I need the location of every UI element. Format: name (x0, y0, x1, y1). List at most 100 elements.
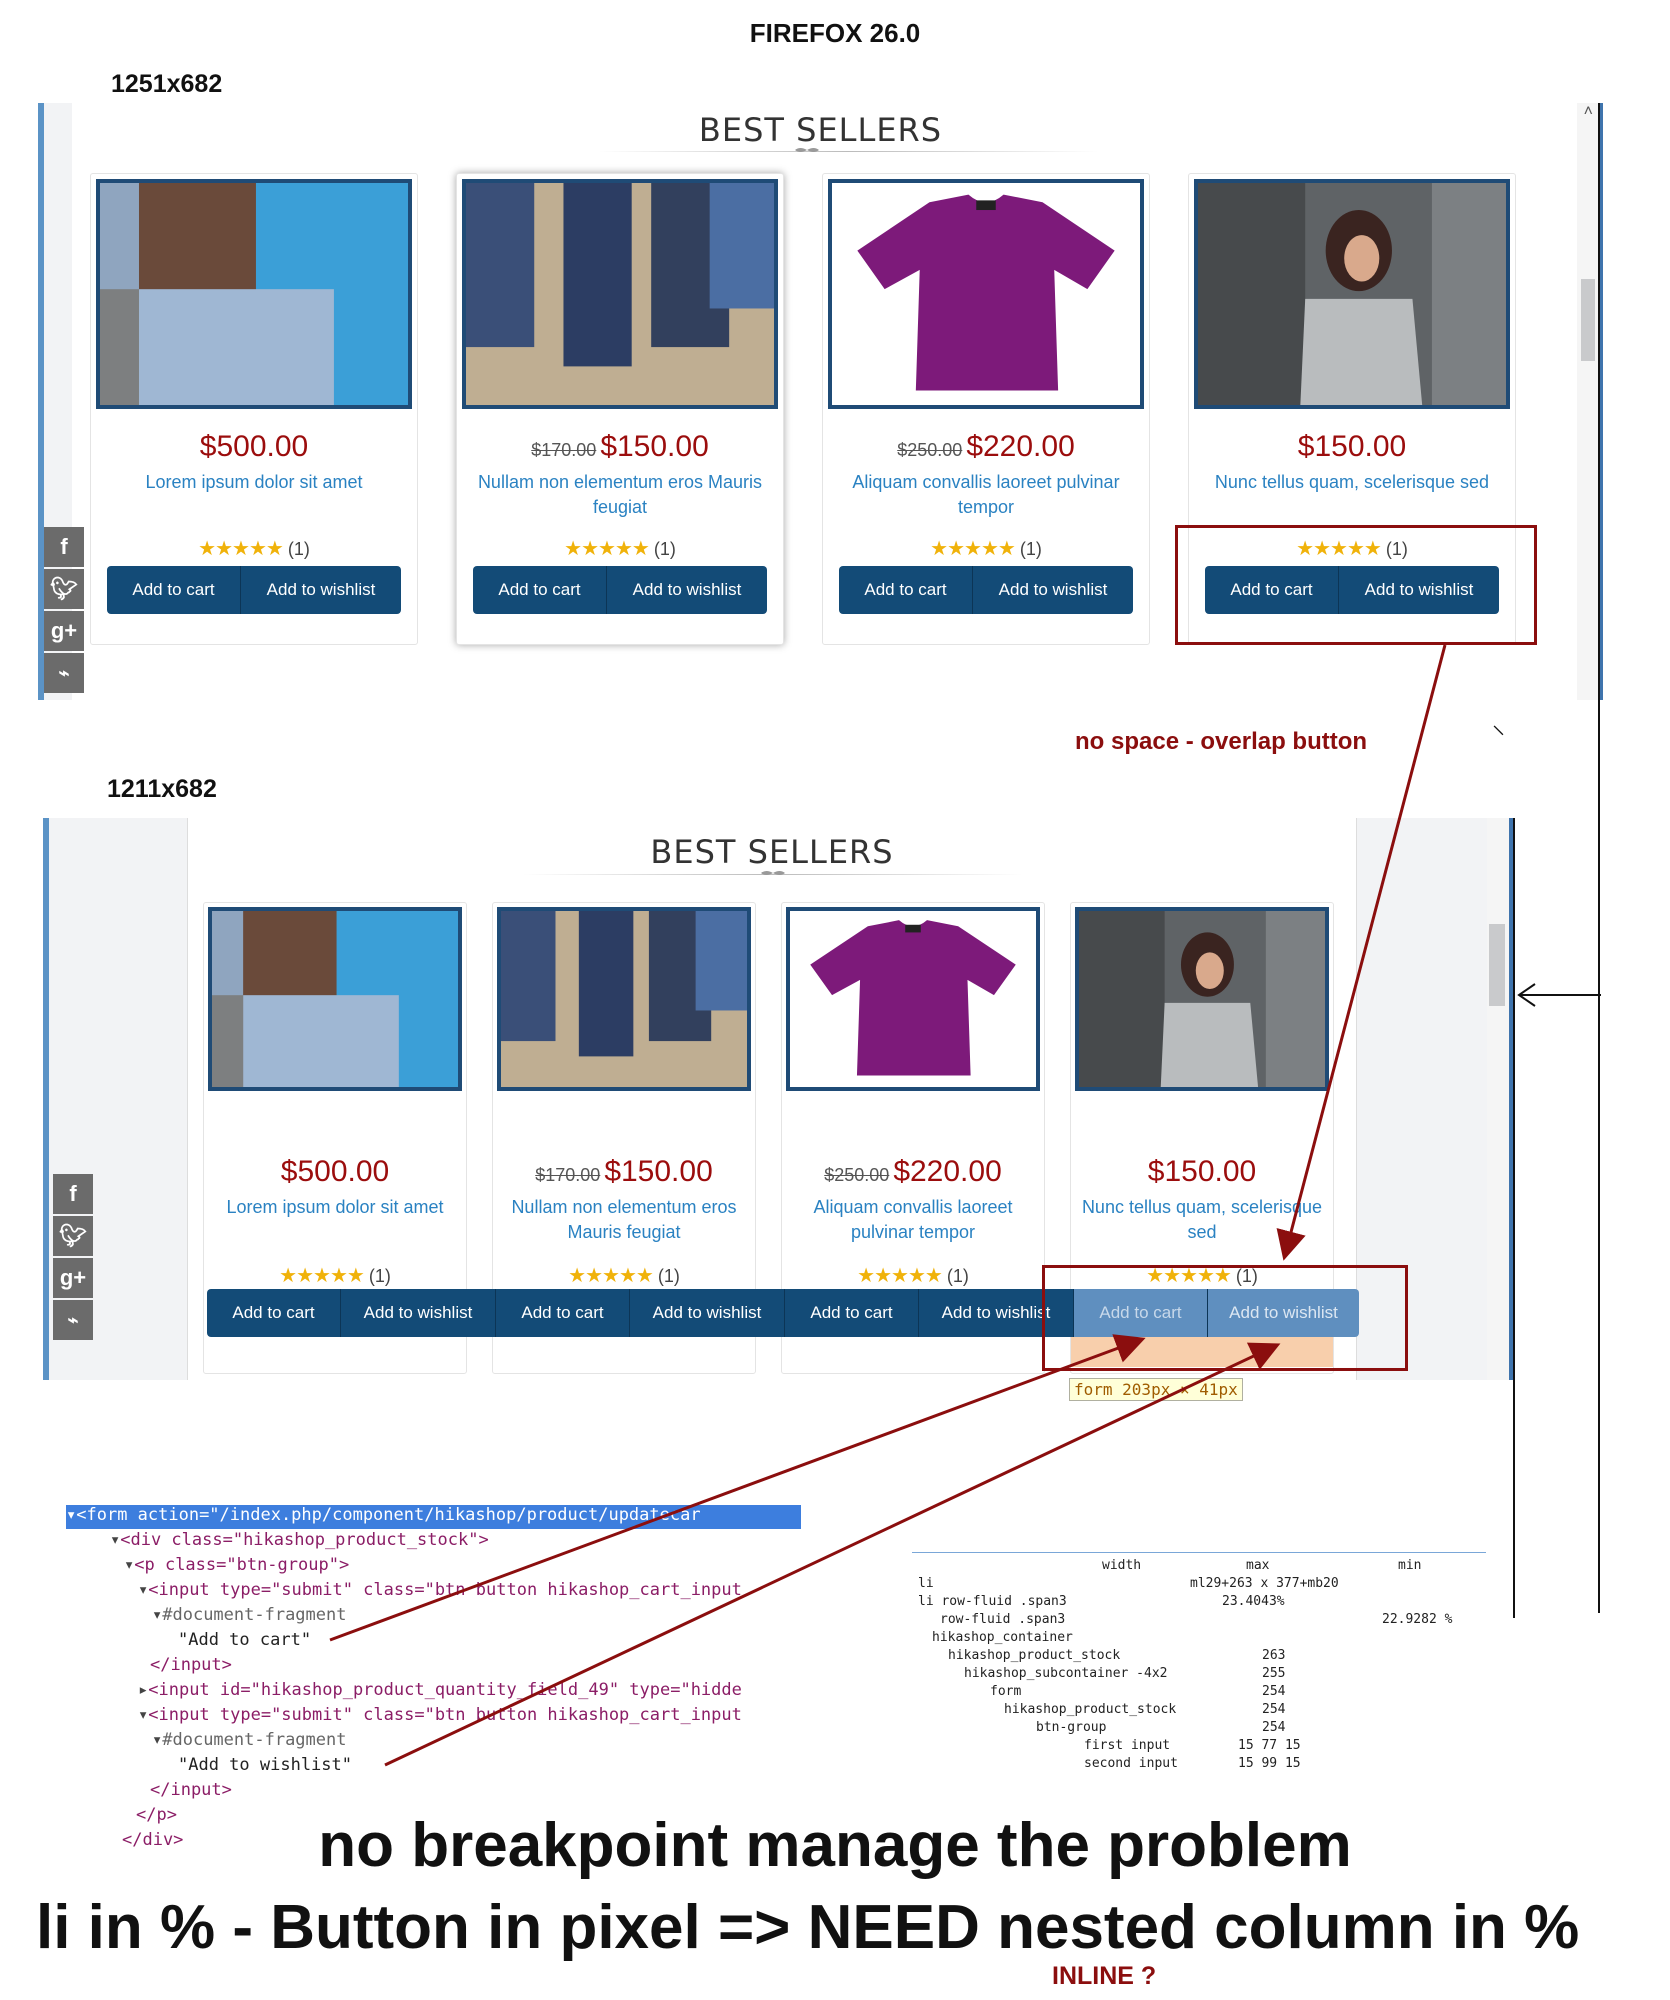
star-rating-icon: ★★★★★ (279, 1265, 365, 1287)
measure-row-label: li (918, 1576, 934, 1591)
product-image-2[interactable] (497, 907, 751, 1091)
product-image-1[interactable] (208, 907, 462, 1091)
devtools-line[interactable]: ▾#document-fragment (152, 1730, 347, 1750)
product-image-3[interactable] (828, 179, 1144, 409)
button-group-2: Add to cart Add to wishlist (473, 566, 767, 614)
product-rating-3: ★★★★★ (1) (930, 538, 1042, 560)
devtools-line[interactable]: </div> (122, 1830, 184, 1850)
product-name-3[interactable]: Aliquam convallis laoreet pulvinar tempo… (852, 472, 1120, 517)
product-card-2[interactable]: $170.00$150.00 Nullam non elementum eros… (456, 173, 784, 645)
measure-header-width: width (1102, 1558, 1142, 1573)
measure-row-label: row-fluid .span3 (940, 1612, 1066, 1627)
product-price-4: $150.00 (1147, 1155, 1257, 1188)
measure-row-label: li row-fluid .span3 (918, 1594, 1067, 1609)
product-rating-4: ★★★★★ (1) (1146, 1265, 1258, 1287)
product-price-1: $500.00 (199, 430, 309, 463)
google-plus-icon[interactable]: g+ (53, 1258, 93, 1298)
product-card-3[interactable]: $250.00$220.00 Aliquam convallis laoreet… (781, 902, 1045, 1374)
measure-row-label: btn-group (1036, 1720, 1107, 1735)
product-rating-2: ★★★★★ (1) (568, 1265, 680, 1287)
product-image-4[interactable] (1194, 179, 1510, 409)
twitter-icon[interactable]: 🐦︎ (44, 569, 84, 609)
devtools-line[interactable]: "Add to wishlist" (178, 1755, 352, 1775)
inline-question: INLINE ? (1052, 1962, 1157, 1990)
add-to-wishlist-button[interactable]: Add to wishlist (919, 1289, 1074, 1337)
scrollbar-thumb[interactable] (1489, 924, 1505, 1006)
add-to-wishlist-button[interactable]: Add to wishlist (1208, 1289, 1359, 1337)
measure-header-min: min (1398, 1558, 1422, 1573)
viewport-label-1: 1251x682 (111, 70, 223, 98)
product-card-3[interactable]: $250.00$220.00 Aliquam convallis laoreet… (822, 173, 1150, 645)
add-to-cart-button[interactable]: Add to cart (473, 566, 607, 614)
scroll-up-icon[interactable]: ˄ (1583, 103, 1593, 120)
product-image-4[interactable] (1075, 907, 1329, 1091)
product-card-1[interactable]: $500.00 Lorem ipsum dolor sit amet ★★★★★… (90, 173, 418, 645)
add-to-wishlist-button[interactable]: Add to wishlist (241, 566, 401, 614)
add-to-cart-button[interactable]: Add to cart (839, 566, 973, 614)
add-to-cart-button[interactable]: Add to cart (496, 1289, 630, 1337)
devtools-line[interactable]: ▸<input id="hikashop_product_quantity_fi… (138, 1680, 742, 1700)
product-name-4[interactable]: Nunc tellus quam, scelerisque sed (1214, 472, 1490, 492)
rss-icon[interactable]: ⌁ (44, 653, 84, 693)
measure-row-max: ml29+263 x 377+mb20 (1190, 1576, 1339, 1591)
product-image-2[interactable] (462, 179, 778, 409)
devtools-selected-line[interactable]: ▾<form action="/index.php/component/hika… (66, 1505, 801, 1529)
browser-label: FIREFOX 26.0 (749, 18, 921, 48)
measure-row-max: 254 (1262, 1702, 1286, 1717)
product-name-1[interactable]: Lorem ipsum dolor sit amet (145, 472, 363, 492)
product-price-1: $500.00 (280, 1155, 390, 1188)
measure-row-max: 263 (1262, 1648, 1286, 1663)
measure-row-label: hikashop_subcontainer -4x2 (964, 1666, 1168, 1681)
product-rating-3: ★★★★★ (1) (857, 1265, 969, 1287)
twitter-icon[interactable]: 🐦︎ (53, 1216, 93, 1256)
facebook-icon[interactable]: f (44, 527, 84, 567)
add-to-wishlist-button[interactable]: Add to wishlist (607, 566, 767, 614)
measure-row-max: 255 (1262, 1666, 1286, 1681)
ornament-icon (761, 871, 785, 875)
star-rating-icon: ★★★★★ (568, 1265, 654, 1287)
star-rating-icon: ★★★★★ (1296, 538, 1382, 560)
devtools-line[interactable]: "Add to cart" (178, 1630, 312, 1650)
devtools-line[interactable]: </input> (150, 1655, 232, 1675)
rss-icon[interactable]: ⌁ (53, 1300, 93, 1340)
product-name-3[interactable]: Aliquam convallis laoreet pulvinar tempo… (813, 1197, 1013, 1242)
devtools-line[interactable]: </input> (150, 1780, 232, 1800)
divider-line (1598, 103, 1600, 1613)
measure-row-max: 254 (1262, 1720, 1286, 1735)
measure-row-label: second input (1084, 1756, 1178, 1771)
highlight-box-1 (1175, 525, 1537, 645)
product-card-4[interactable]: $150.00 Nunc tellus quam, scelerisque se… (1188, 173, 1516, 645)
devtools-line[interactable]: ▾<div class="hikashop_product_stock"> (110, 1530, 489, 1550)
devtools-line[interactable]: ▾<p class="btn-group"> (124, 1555, 350, 1575)
scrollbar-thumb[interactable] (1581, 279, 1595, 361)
google-plus-icon[interactable]: g+ (44, 611, 84, 651)
facebook-icon[interactable]: f (53, 1174, 93, 1214)
product-name-4[interactable]: Nunc tellus quam, scelerisque sed (1081, 1197, 1323, 1242)
product-image-3[interactable] (786, 907, 1040, 1091)
add-to-wishlist-button[interactable]: Add to wishlist (630, 1289, 785, 1337)
add-to-cart-button[interactable]: Add to cart (785, 1289, 919, 1337)
add-to-cart-button[interactable]: Add to cart (107, 566, 241, 614)
add-to-wishlist-button[interactable]: Add to wishlist (341, 1289, 496, 1337)
scrollbar[interactable] (1577, 103, 1599, 700)
viewport-1251: ˄ BEST SELLERS f 🐦︎ g+ ⌁ $500.00 Lorem i… (38, 103, 1603, 700)
add-to-wishlist-button[interactable]: Add to wishlist (973, 566, 1133, 614)
devtools-line[interactable]: ▾#document-fragment (152, 1605, 347, 1625)
measure-row-max: 254 (1262, 1684, 1286, 1699)
add-to-cart-button[interactable]: Add to cart (1074, 1289, 1208, 1337)
measure-row-label: hikashop_product_stock (948, 1648, 1121, 1663)
product-name-1[interactable]: Lorem ipsum dolor sit amet (226, 1197, 444, 1217)
devtools-line[interactable]: ▾<input type="submit" class="btn button … (138, 1705, 742, 1725)
devtools-line[interactable]: </p> (136, 1805, 177, 1825)
product-price-4: $150.00 (1297, 430, 1407, 463)
add-to-cart-button[interactable]: Add to cart (1205, 566, 1339, 614)
add-to-wishlist-button[interactable]: Add to wishlist (1339, 566, 1499, 614)
measure-row-label: hikashop_container (932, 1630, 1073, 1645)
product-name-2[interactable]: Nullam non elementum eros Mauris feugiat (477, 472, 763, 517)
product-name-2[interactable]: Nullam non elementum eros Mauris feugiat (511, 1197, 737, 1242)
product-image-1[interactable] (96, 179, 412, 409)
devtools-line[interactable]: ▾<input type="submit" class="btn button … (138, 1580, 742, 1600)
conclusion-line-2: li in % - Button in pixel => NEED nested… (36, 1893, 1580, 1962)
add-to-cart-button[interactable]: Add to cart (207, 1289, 341, 1337)
